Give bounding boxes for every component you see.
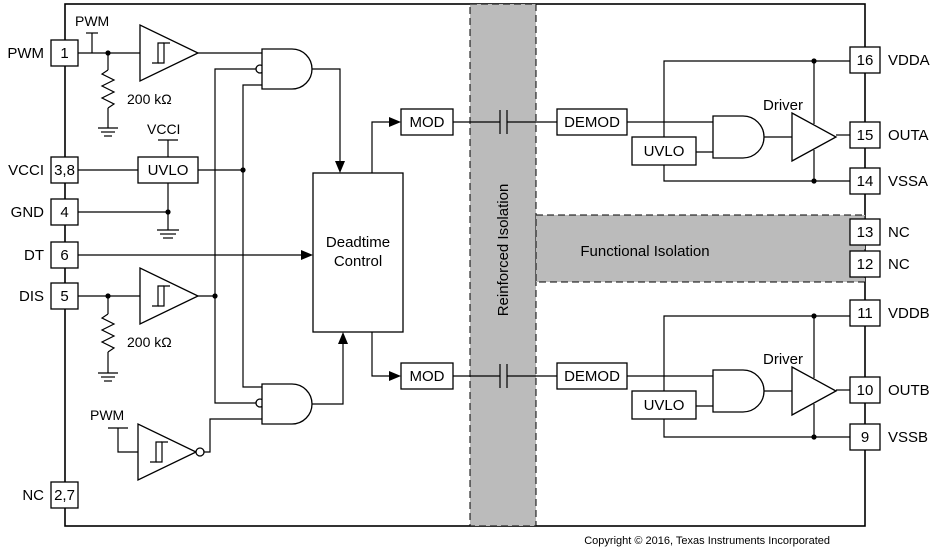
pin-vssa: 14 VSSA — [849, 167, 928, 195]
svg-text:DEMOD: DEMOD — [564, 368, 620, 385]
svg-text:13: 13 — [857, 224, 874, 241]
uvlo-input-box — [137, 156, 199, 184]
svg-text:Deadtime: Deadtime — [326, 234, 390, 251]
and-gate-top — [261, 48, 313, 90]
svg-text:Driver: Driver — [763, 97, 803, 114]
svg-text:5: 5 — [60, 288, 68, 305]
pin-pwm: 1 PWM — [7, 39, 79, 67]
svg-text:DEMOD: DEMOD — [564, 114, 620, 131]
svg-text:Control: Control — [334, 253, 382, 270]
mod-top-block: MOD — [400, 108, 454, 136]
reinforced-isolation-label: Reinforced Isolation — [495, 184, 512, 317]
svg-text:MOD: MOD — [410, 368, 445, 385]
svg-text:1: 1 — [60, 45, 68, 62]
pin-vcci: 3,8 VCCI — [8, 156, 79, 184]
pin-vddb: 11 VDDB — [849, 299, 930, 327]
schmitt-buffer-pwm — [139, 23, 200, 83]
svg-text:UVLO: UVLO — [148, 162, 189, 179]
svg-text:VCCI: VCCI — [8, 162, 44, 179]
demod-bottom-block: DEMOD — [556, 362, 628, 390]
functional-isolation-barrier — [535, 214, 866, 283]
deadtime-control-block: Deadtime Control — [312, 172, 404, 333]
dt-wire — [78, 250, 313, 260]
schmitt-buffer-dis — [139, 266, 200, 326]
svg-text:14: 14 — [857, 173, 874, 190]
dis-input-path: 200 kΩ — [78, 293, 172, 382]
svg-text:4: 4 — [60, 204, 68, 221]
mod-bottom-block: MOD — [400, 362, 454, 390]
svg-text:6: 6 — [60, 247, 68, 264]
svg-text:NC: NC — [888, 256, 910, 273]
svg-text:DIS: DIS — [19, 288, 44, 305]
svg-text:UVLO: UVLO — [644, 397, 685, 414]
pin-dt: 6 DT — [24, 241, 79, 269]
svg-text:VCCI: VCCI — [147, 121, 180, 137]
svg-text:OUTB: OUTB — [888, 382, 930, 399]
pin-dis: 5 DIS — [19, 282, 79, 310]
svg-text:9: 9 — [861, 429, 869, 446]
svg-text:3,8: 3,8 — [54, 162, 75, 179]
svg-text:NC: NC — [22, 487, 44, 504]
pin-nc-left: 2,7 NC — [22, 481, 79, 509]
pin-vdda: 16 VDDA — [849, 46, 930, 74]
svg-text:VSSA: VSSA — [888, 173, 928, 190]
pwm-pullup-label: PWM — [75, 13, 109, 29]
capacitor-coupler-bottom — [453, 364, 557, 388]
svg-text:GND: GND — [11, 204, 45, 221]
pin-nc-12: 12 NC — [849, 250, 910, 278]
pwm-inverted-path: PWM — [90, 407, 262, 482]
functional-isolation-label: Functional Isolation — [580, 243, 709, 260]
svg-text:OUTA: OUTA — [888, 127, 929, 144]
svg-text:VDDA: VDDA — [888, 52, 930, 69]
svg-text:15: 15 — [857, 127, 874, 144]
pin-outb: 10 OUTB — [849, 376, 930, 404]
svg-text:16: 16 — [857, 52, 874, 69]
reinforced-isolation-barrier — [469, 3, 537, 527]
pin-gnd: 4 GND — [11, 198, 79, 226]
vcci-uvlo-block: VCCI UVLO — [78, 121, 246, 239]
pin-outa: 15 OUTA — [849, 121, 929, 149]
pwm-resistor-label: 200 kΩ — [127, 91, 172, 107]
svg-text:10: 10 — [857, 382, 874, 399]
pin-vssb: 9 VSSB — [849, 423, 928, 451]
copyright-text: Copyright © 2016, Texas Instruments Inco… — [584, 535, 830, 547]
svg-text:12: 12 — [857, 256, 874, 273]
svg-text:VSSB: VSSB — [888, 429, 928, 446]
svg-text:NC: NC — [888, 224, 910, 241]
svg-text:MOD: MOD — [410, 114, 445, 131]
svg-text:VDDB: VDDB — [888, 305, 930, 322]
pwm-input-path: PWM 200 kΩ — [75, 13, 172, 137]
demod-top-block: DEMOD — [556, 108, 628, 136]
svg-text:UVLO: UVLO — [644, 143, 685, 160]
dis-resistor-label: 200 kΩ — [127, 334, 172, 350]
capacitor-coupler-top — [453, 110, 557, 134]
svg-text:PWM: PWM — [90, 407, 124, 423]
pin-nc-13: 13 NC — [849, 218, 910, 246]
svg-text:Driver: Driver — [763, 351, 803, 368]
svg-text:PWM: PWM — [7, 45, 44, 62]
svg-text:DT: DT — [24, 247, 44, 264]
channel-b-output: UVLO Driver — [627, 313, 850, 440]
channel-a-output: UVLO Driver — [627, 58, 850, 184]
and-gate-bottom — [261, 383, 313, 425]
svg-text:11: 11 — [857, 305, 873, 322]
svg-text:2,7: 2,7 — [54, 487, 75, 504]
